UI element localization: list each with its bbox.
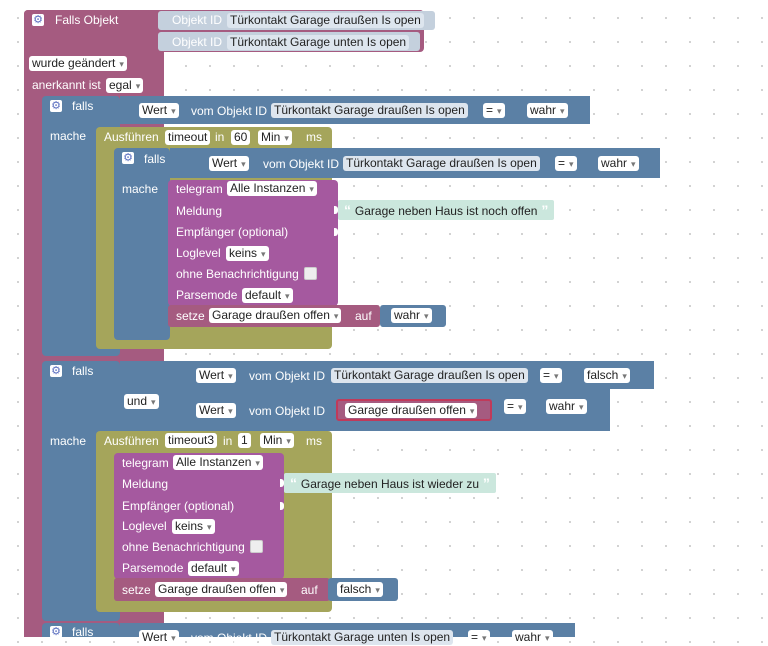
telegram1-empfaenger: Empfänger (optional) xyxy=(176,225,289,239)
setze1-label: setze xyxy=(176,309,205,323)
telegram2-message-text: Garage neben Haus ist wieder zu xyxy=(300,477,479,491)
telegram1-label: telegram xyxy=(176,182,223,196)
gear-icon[interactable]: ⚙ xyxy=(50,626,62,638)
if1-falls: falls xyxy=(72,99,94,113)
telegram1-checkbox[interactable] xyxy=(304,267,317,280)
if2-mache: mache xyxy=(50,434,87,448)
if3-wert[interactable]: Wert xyxy=(139,630,179,645)
telegram2-parsemode: Parsemode xyxy=(122,561,184,575)
telegram2-message[interactable]: “ Garage neben Haus ist wieder zu ” xyxy=(284,473,496,493)
gear-icon[interactable]: ⚙ xyxy=(32,14,44,26)
telegram2-loglevel: Loglevel xyxy=(122,519,167,533)
if2-cond1-value[interactable]: falsch xyxy=(584,368,630,383)
if1-vom-objekt: vom Objekt ID xyxy=(191,104,268,118)
setze2-variable[interactable]: Garage draußen offen xyxy=(155,582,288,597)
ack-label: anerkannt ist xyxy=(32,78,101,92)
if3-op[interactable]: = xyxy=(468,630,490,645)
if1-timeout-unit[interactable]: Min xyxy=(258,130,292,145)
if1-timeout-amount[interactable]: 60 xyxy=(231,130,251,145)
oid-value-1[interactable]: Türkontakt Garage draußen Is open xyxy=(227,13,424,28)
if2-timeout-label: Ausführen xyxy=(104,434,159,448)
oid-label-2: Objekt ID xyxy=(172,35,223,49)
telegram1-parsemode-value[interactable]: default xyxy=(242,288,293,303)
if1-object[interactable]: Türkontakt Garage draußen Is open xyxy=(271,103,468,118)
if2-cond2-value[interactable]: wahr xyxy=(546,399,587,414)
if3-object[interactable]: Türkontakt Garage unten Is open xyxy=(271,630,454,645)
if2-cond2-op[interactable]: = xyxy=(504,399,526,414)
setze2-auf: auf xyxy=(301,583,318,597)
condition-dropdown[interactable]: wurde geändert xyxy=(29,56,127,71)
telegram1-ohne: ohne Benachrichtigung xyxy=(176,267,299,281)
telegram2-meldung: Meldung xyxy=(122,477,169,491)
if1-timeout-in: in xyxy=(215,130,225,144)
telegram2-label: telegram xyxy=(122,456,169,470)
if2-timeout-in: in xyxy=(223,434,233,448)
event-label: Falls Objekt xyxy=(55,13,119,27)
if2-cond2-wert[interactable]: Wert xyxy=(196,403,236,418)
telegram1-message[interactable]: “ Garage neben Haus ist noch offen ” xyxy=(338,200,555,220)
inner-if-value[interactable]: wahr xyxy=(598,156,639,171)
inner-if-vom-objekt: vom Objekt ID xyxy=(263,157,340,171)
if2-cond2-object[interactable]: Garage draußen offen xyxy=(345,403,478,418)
if1-op[interactable]: = xyxy=(483,103,505,118)
telegram1-instance[interactable]: Alle Instanzen xyxy=(227,181,317,196)
if2-cond1-op[interactable]: = xyxy=(540,368,562,383)
if1-value[interactable]: wahr xyxy=(527,103,568,118)
telegram2-block[interactable] xyxy=(114,453,284,579)
if2-timeout-unit[interactable]: Min xyxy=(260,433,294,448)
telegram2-ohne: ohne Benachrichtigung xyxy=(122,540,245,554)
inner-if-block[interactable] xyxy=(114,148,170,340)
if2-timeout-ms: ms xyxy=(306,434,322,448)
ack-dropdown[interactable]: egal xyxy=(106,78,144,93)
setze1-variable[interactable]: Garage draußen offen xyxy=(209,308,342,323)
if2-cond1-object[interactable]: Türkontakt Garage draußen Is open xyxy=(331,368,528,383)
setze2-value[interactable]: falsch xyxy=(337,582,383,597)
telegram1-loglevel-value[interactable]: keins xyxy=(226,246,269,261)
telegram2-checkbox[interactable] xyxy=(250,540,263,553)
oid-label-1: Objekt ID xyxy=(172,13,223,27)
input-notch xyxy=(280,502,284,510)
if2-falls: falls xyxy=(72,364,94,378)
inner-if-op[interactable]: = xyxy=(555,156,577,171)
if3-value[interactable]: wahr xyxy=(512,630,553,645)
telegram1-meldung: Meldung xyxy=(176,204,223,218)
inner-if-object[interactable]: Türkontakt Garage draußen Is open xyxy=(343,156,540,171)
if2-cond2-vom-objekt: vom Objekt ID xyxy=(249,404,326,418)
telegram1-block[interactable] xyxy=(168,180,338,306)
setze1-auf: auf xyxy=(355,309,372,323)
gear-icon[interactable]: ⚙ xyxy=(50,365,62,377)
if1-timeout-ms: ms xyxy=(306,130,322,144)
telegram1-loglevel: Loglevel xyxy=(176,246,221,260)
if2-timeout-name[interactable]: timeout3 xyxy=(165,433,218,448)
if3-vom-objekt: vom Objekt ID xyxy=(191,631,268,645)
inner-if-falls: falls xyxy=(144,152,166,166)
if1-timeout-label: Ausführen xyxy=(104,130,159,144)
telegram2-loglevel-value[interactable]: keins xyxy=(172,519,215,534)
input-notch xyxy=(334,206,338,214)
input-notch xyxy=(280,479,284,487)
input-notch xyxy=(334,228,338,236)
if2-timeout-amount[interactable]: 1 xyxy=(238,433,251,448)
if3-falls: falls xyxy=(72,625,94,639)
inner-if-mache: mache xyxy=(122,182,159,196)
telegram2-empfaenger: Empfänger (optional) xyxy=(122,499,235,513)
if2-cond1-vom-objekt: vom Objekt ID xyxy=(249,369,326,383)
telegram2-instance[interactable]: Alle Instanzen xyxy=(173,455,263,470)
if2-und-dropdown[interactable]: und xyxy=(124,394,159,409)
telegram1-parsemode: Parsemode xyxy=(176,288,238,302)
setze2-label: setze xyxy=(122,583,151,597)
if1-timeout-name[interactable]: timeout xyxy=(165,130,211,145)
telegram2-parsemode-value[interactable]: default xyxy=(188,561,239,576)
gear-icon[interactable]: ⚙ xyxy=(122,152,134,164)
gear-icon[interactable]: ⚙ xyxy=(50,100,62,112)
if1-wert-dropdown[interactable]: Wert xyxy=(139,103,179,118)
if2-cond1-wert[interactable]: Wert xyxy=(196,368,236,383)
oid-value-2[interactable]: Türkontakt Garage unten Is open xyxy=(227,35,410,50)
setze1-value[interactable]: wahr xyxy=(391,308,432,323)
if1-mache: mache xyxy=(50,129,87,143)
telegram1-message-text: Garage neben Haus ist noch offen xyxy=(354,204,538,218)
inner-if-wert[interactable]: Wert xyxy=(209,156,249,171)
